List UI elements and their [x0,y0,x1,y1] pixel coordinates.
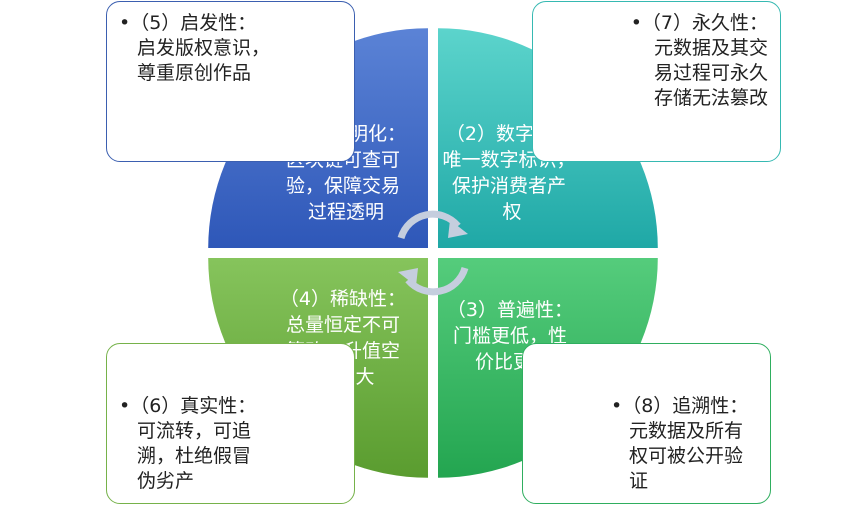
box8-line-2: 元数据及所有 [629,420,744,442]
arrow-head-bottom-icon [398,268,418,286]
box7-line-3: 易过程可永久 [653,62,768,84]
box5-line-3: 尊重原创作品 [137,62,252,84]
box6-line-4: 伪劣产 [137,470,195,492]
box6-line-3: 溯，杜绝假冒 [137,445,252,467]
box6-line-1: •（6）真实性： [119,395,257,417]
box5-line-2: 启发版权意识， [137,37,271,59]
box7-line-4: 存储无法篡改 [653,87,768,109]
box6-line-2: 可流转，可追 [137,420,252,442]
arrow-head-top-icon [448,220,468,238]
box8-line-3: 权可被公开验 [629,445,744,467]
box5-line-1: •（5）启发性： [119,12,257,34]
box-traceability: •（8）追溯性： 元数据及所有 权可被公开验 证 [522,343,771,504]
box8-line-1: •（8）追溯性： [611,395,749,417]
box-permanence: •（7）永久性： 元数据及其交 易过程可永久 存储无法篡改 [532,1,781,162]
box-authenticity: •（6）真实性： 可流转，可追 溯，杜绝假冒 伪劣产 [106,343,355,504]
box-inspiration: •（5）启发性： 启发版权意识， 尊重原创作品 [106,1,355,162]
q3-text: （3）普遍性： 门槛更低，性 价比更高 [447,299,579,373]
box7-line-1: •（7）永久性： [630,12,768,34]
box8-line-4: 证 [629,470,649,492]
box7-line-2: 元数据及其交 [653,37,768,59]
cycle-arrows-icon [397,210,469,296]
